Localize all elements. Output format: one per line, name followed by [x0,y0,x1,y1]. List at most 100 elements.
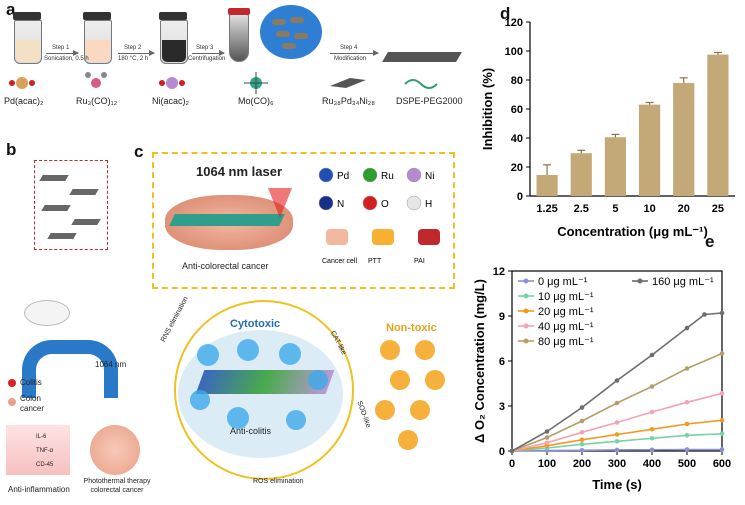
non-toxic-label: Non-toxic [386,322,437,334]
legend-label-4: 80 μg mL⁻¹ [538,336,594,348]
reagent-mo: Mo(CO)₆ [238,96,274,106]
panel-c-letter: c [134,142,144,161]
series-point-5 [579,405,585,410]
series-point-2 [649,426,655,432]
x-axis-title: Time (s) [592,477,642,492]
legend-atom-o [362,195,378,211]
panel-b-letter: b [6,140,17,159]
x-tick-label: 5 [612,203,618,215]
series-point-1 [649,435,655,441]
y-tick-label: 0 [517,191,523,203]
laser-beam [268,188,292,218]
legend-atom-h [406,195,422,211]
legend-label-2: 20 μg mL⁻¹ [538,306,594,318]
legend-label-3: 40 μg mL⁻¹ [538,321,594,333]
legend-marker-1 [523,293,529,299]
icon-label-1: PTT [368,258,382,265]
step2-label: Step 2 [124,45,142,51]
colon-illustration [22,340,118,398]
legend-label-1: 10 μg mL⁻¹ [538,291,594,303]
series-point-5 [544,429,550,434]
legend-label-h: H [425,199,432,210]
step3-detail: Centrifugation [188,56,226,62]
reagent-ru: Ru₃(CO)₁₂ [76,96,118,106]
vial-2 [83,12,112,64]
series-point-5 [614,378,620,383]
series-point-2 [719,417,725,423]
y-tick-label: 20 [511,162,523,174]
y-tick-label: 40 [511,133,523,145]
series-point-0 [579,447,585,453]
legend-label-o: O [381,199,389,210]
bar-5 [604,137,627,196]
icon-1 [372,229,394,245]
laser-label: 1064 nm laser [196,164,283,179]
legend-label-n: N [337,199,344,210]
icon-2 [418,229,440,245]
legend-marker-2 [523,308,529,314]
panel-d-letter: d [500,4,511,23]
bar-25 [707,54,729,196]
legend-label-ni: Ni [425,171,434,182]
panel-a-letter: a [6,0,16,19]
series-point-5 [719,310,725,316]
series-point-4 [579,418,585,424]
y-tick-label: 3 [499,401,505,413]
marker-cd45: CD-45 [36,462,54,468]
reagent-ni: Ni(acac)₂ [152,96,189,106]
series-point-1 [684,432,690,438]
x-tick-label: 10 [643,203,655,215]
series-point-4 [544,435,550,440]
y-tick-label: 100 [505,46,523,58]
series-point-5 [649,352,655,358]
oxygen-bubbles [375,340,445,450]
y-tick-label: 0 [499,446,505,458]
series-point-2 [684,421,690,427]
step3-label: Step 3 [196,45,214,51]
vial-1 [13,12,42,64]
vial-3 [159,12,188,64]
x-tick-label: 20 [678,203,690,215]
series-point-5 [702,312,707,317]
series-point-4 [719,351,725,356]
series-point-2 [579,437,585,443]
colitis-dot [8,379,16,387]
series-point-3 [544,440,550,446]
x-axis-title: Concentration (μg mL⁻¹) [557,224,708,239]
series-point-0 [614,447,620,453]
bar-20 [673,82,695,196]
series-point-4 [614,400,620,406]
legend-marker-5 [637,278,643,284]
legend-marker-4 [523,338,529,344]
y-tick-label: 12 [493,266,505,278]
x-tick-label: 25 [712,203,724,215]
step3-arrow [192,50,225,56]
step4-detail: Modification [334,56,367,62]
series-point-1 [719,431,725,437]
series-point-3 [719,390,725,396]
y-axis-title: Inhibition (%) [480,68,495,150]
reagent-pd: Pd(acac)₂ [4,96,44,106]
nanosheet-zoom [260,5,322,59]
step2-detail: 180 °C, 2 h [118,56,149,62]
legend-atom-n [318,195,334,211]
legend-marker-0 [523,278,529,284]
colon-cancer-dot [8,398,16,406]
colon-cancer-label: Colon cancer [20,394,45,413]
legend-label-pd: Pd [337,171,349,182]
series-point-0 [684,447,690,452]
anti-cancer-label: Anti-colorectal cancer [182,261,269,271]
product-alloy: Ru₃₈Pd₃₄Ni₂₈ [322,96,375,106]
legend-label-5: 160 μg mL⁻¹ [652,276,714,288]
legend-label-ru: Ru [381,171,394,182]
step4-label: Step 4 [340,45,358,51]
series-point-4 [684,366,690,371]
series-point-5 [684,325,690,331]
legend-marker-3 [523,323,529,329]
series-line-5 [511,312,723,452]
y-tick-label: 120 [505,17,523,29]
reagent-peg: DSPE-PEG2000 [396,96,463,106]
y-tick-label: 9 [499,311,505,323]
